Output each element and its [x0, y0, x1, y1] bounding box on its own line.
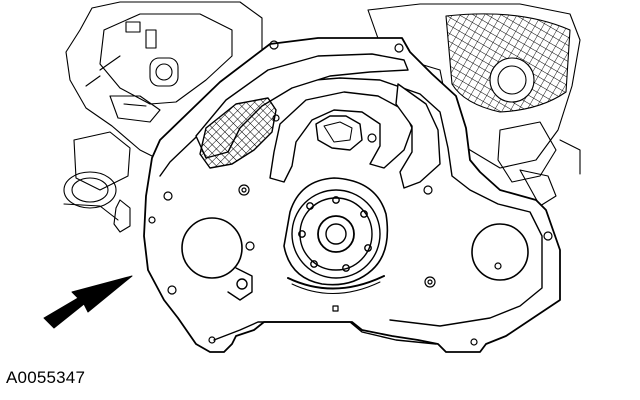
- mesh-pad: [199, 97, 277, 169]
- oil-passage-outline: [315, 115, 363, 151]
- right-cylinder-head: [367, 3, 581, 207]
- figure-id-label: A0055347: [6, 368, 86, 387]
- crankshaft-flange: [283, 177, 389, 294]
- left-plate-opening: [181, 217, 253, 301]
- plate-bolt-holes: [148, 40, 553, 346]
- right-plate-opening: [471, 223, 529, 281]
- callout-arrow: [43, 275, 133, 329]
- left-cylinder-head: [63, 1, 263, 233]
